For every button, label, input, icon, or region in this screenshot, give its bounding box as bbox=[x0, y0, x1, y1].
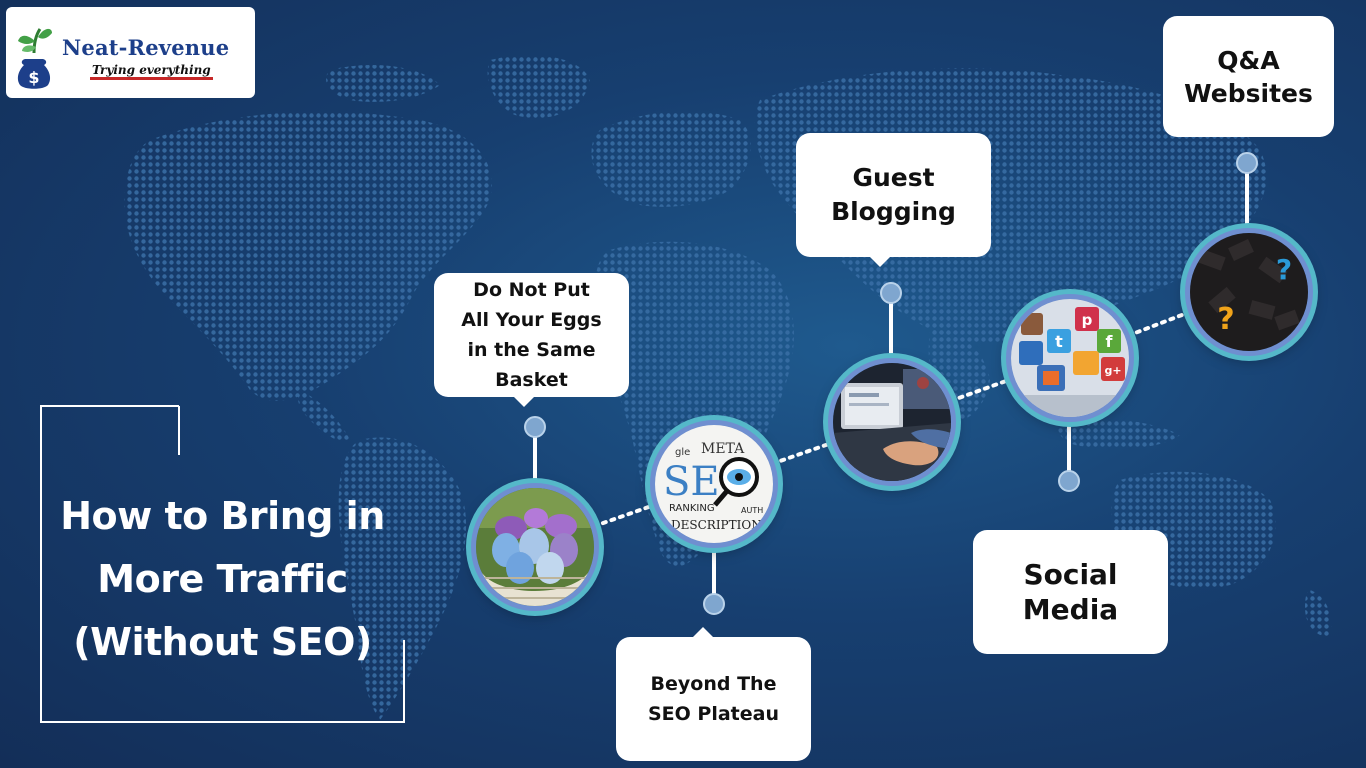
svg-text:t: t bbox=[1055, 332, 1063, 351]
seo-description-text: DESCRIPTION bbox=[671, 518, 762, 532]
node-guest-blogging[interactable] bbox=[828, 358, 956, 486]
pin-eggs bbox=[524, 416, 546, 438]
pin-social bbox=[1058, 470, 1080, 492]
step-card-seo[interactable]: Beyond The SEO Plateau bbox=[616, 637, 811, 761]
title-line-3: (Without SEO) bbox=[73, 620, 372, 664]
svg-text:?: ? bbox=[1276, 253, 1292, 286]
logo-tagline: Trying everything bbox=[90, 63, 213, 80]
step-card-social-media[interactable]: Social Media bbox=[973, 530, 1168, 654]
title-frame bbox=[40, 405, 405, 723]
step-card-qa-websites[interactable]: Q&A Websites bbox=[1163, 16, 1334, 137]
easter-eggs-basket-image bbox=[476, 488, 594, 606]
svg-text:p: p bbox=[1082, 311, 1093, 329]
pin-seo bbox=[703, 593, 725, 615]
caret-eggs bbox=[513, 396, 535, 407]
svg-text:?: ? bbox=[1217, 302, 1234, 337]
svg-text:$: $ bbox=[28, 68, 39, 87]
step-seo-line-2: SEO Plateau bbox=[647, 703, 779, 725]
node-social-media[interactable]: t p f g+ bbox=[1006, 294, 1134, 422]
node-qa-websites[interactable]: ? ? bbox=[1185, 228, 1313, 356]
seo-ranking-text: RANKING bbox=[669, 503, 715, 514]
caret-seo bbox=[692, 627, 714, 638]
node-seo[interactable]: gle META SEO RANKING AUTH DESCRIPTION bbox=[650, 420, 778, 548]
seo-magnifier-image: gle META SEO RANKING AUTH DESCRIPTION bbox=[655, 425, 773, 543]
step-social-line-1: Social bbox=[1023, 558, 1118, 591]
step-guest-line-1: Guest bbox=[852, 163, 935, 192]
step-card-guest-blogging[interactable]: Guest Blogging bbox=[796, 133, 991, 257]
step-eggs-line-2: All Your Eggs bbox=[461, 309, 602, 331]
step-qa-line-2: Websites bbox=[1184, 78, 1313, 108]
step-social-line-2: Media bbox=[1022, 593, 1119, 626]
logo-brand-name: Neat-Revenue bbox=[62, 35, 230, 60]
logo-panel[interactable]: $ Neat-Revenue Trying everything bbox=[6, 7, 255, 98]
step-guest-line-2: Blogging bbox=[831, 197, 956, 226]
seo-meta-text: META bbox=[701, 441, 745, 457]
title-line-2: More Traffic bbox=[97, 557, 348, 601]
step-eggs-line-1: Do Not Put bbox=[473, 279, 590, 301]
svg-text:f: f bbox=[1106, 332, 1114, 351]
step-card-eggs[interactable]: Do Not Put All Your Eggs in the Same Bas… bbox=[434, 273, 629, 397]
svg-text:g+: g+ bbox=[1104, 364, 1121, 377]
seo-auth-text: AUTH bbox=[741, 506, 763, 515]
step-eggs-line-3: in the Same bbox=[467, 339, 596, 361]
pin-guest bbox=[880, 282, 902, 304]
step-qa-line-1: Q&A bbox=[1217, 45, 1280, 75]
question-marks-image: ? ? bbox=[1190, 233, 1308, 351]
title-line-1: How to Bring in bbox=[60, 494, 385, 538]
caret-guest bbox=[869, 256, 891, 267]
node-eggs[interactable] bbox=[471, 483, 599, 611]
page-title: How to Bring in More Traffic (Without SE… bbox=[40, 485, 405, 674]
step-seo-line-1: Beyond The bbox=[650, 673, 777, 695]
seo-gle-text: gle bbox=[675, 447, 690, 458]
money-bag-sprout-icon: $ bbox=[17, 28, 52, 89]
social-media-tiles-image: t p f g+ bbox=[1011, 299, 1129, 417]
step-eggs-line-4: Basket bbox=[495, 369, 568, 391]
laptop-typing-image bbox=[833, 363, 951, 481]
pin-qa bbox=[1236, 152, 1258, 174]
